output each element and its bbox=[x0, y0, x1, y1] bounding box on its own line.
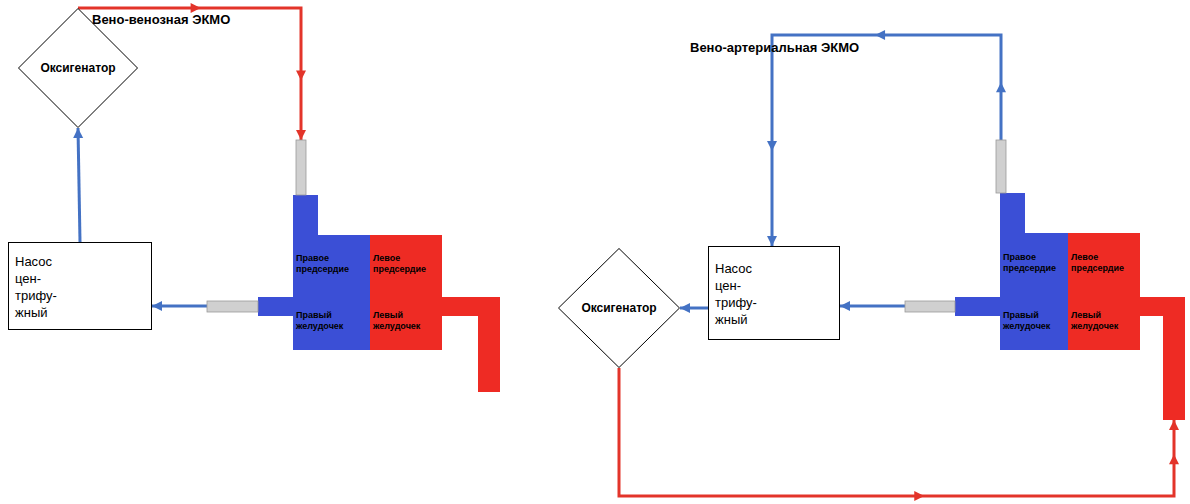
diagram-heading: Вено-венозная ЭКМО bbox=[92, 12, 230, 27]
text-area: Насос цен- трифу- жный bbox=[9, 243, 153, 331]
node-label: Левый желудочек bbox=[1071, 310, 1133, 332]
arrow-head bbox=[767, 236, 777, 246]
arrow-head bbox=[875, 30, 885, 40]
heart-chamber: Правое предсердие bbox=[207, 140, 370, 318]
arrow-head bbox=[767, 141, 777, 151]
node-label: Левое предсердие bbox=[1071, 252, 1133, 274]
chamber-fill bbox=[370, 235, 442, 292]
chamber-fill bbox=[1163, 297, 1185, 420]
flow-connector bbox=[73, 128, 83, 242]
chamber-fill bbox=[478, 297, 500, 392]
node-label: Оксигенатор bbox=[581, 301, 656, 315]
flow-line bbox=[619, 368, 1174, 496]
chamber-fill bbox=[1000, 292, 1068, 350]
chamber-fill bbox=[1000, 233, 1068, 292]
text-area: Правое предсердие bbox=[1000, 233, 1068, 292]
arrow-head bbox=[1169, 454, 1179, 464]
heart-chamber: Левое предсердие bbox=[370, 235, 442, 292]
node-shape bbox=[370, 292, 500, 392]
flow-connector bbox=[840, 301, 905, 311]
node-label: Левое предсердие bbox=[373, 253, 435, 275]
text-area: Оксигенатор bbox=[558, 248, 680, 368]
flow-line bbox=[772, 35, 1001, 246]
cannula bbox=[207, 301, 258, 312]
chamber-fill bbox=[370, 292, 442, 350]
node-label: Правый желудочек bbox=[296, 310, 358, 332]
arrow-head bbox=[996, 82, 1006, 92]
node-label: Правое предсердие bbox=[296, 253, 358, 275]
node-label: Правое предсердие bbox=[1003, 252, 1065, 274]
text-area: Правый желудочек bbox=[1000, 292, 1068, 350]
chamber-fill bbox=[293, 235, 370, 292]
diamond-outline bbox=[559, 249, 680, 368]
node-label: Насос цен- трифу- жный bbox=[715, 260, 769, 328]
chamber-fill bbox=[1000, 193, 1025, 233]
node-label: Правый желудочек bbox=[1003, 310, 1065, 332]
heart-chamber: Правое предсердие bbox=[905, 140, 1068, 318]
pump-box: Насос цен- трифу- жный bbox=[708, 246, 840, 340]
text-area: Насос цен- трифу- жный bbox=[709, 247, 841, 341]
flow-connector bbox=[152, 301, 207, 311]
text-area: Левый желудочек bbox=[1068, 292, 1140, 350]
arrow-head bbox=[296, 71, 306, 81]
text-area: Левое предсердие bbox=[370, 235, 442, 292]
text-area: Правый желудочек bbox=[293, 292, 370, 350]
chamber-fill bbox=[1068, 292, 1140, 350]
cannula bbox=[996, 140, 1006, 193]
node-shape bbox=[905, 140, 1068, 318]
arrow-head bbox=[840, 301, 850, 311]
arrow-head bbox=[296, 130, 306, 140]
flow-connector bbox=[767, 30, 1006, 246]
cannula bbox=[296, 140, 306, 195]
text-area: Правое предсердие bbox=[293, 235, 370, 292]
node-shape bbox=[207, 140, 370, 318]
heart-chamber: Правый желудочек bbox=[1000, 292, 1068, 350]
node-label: Левый желудочек bbox=[373, 310, 435, 332]
diagram-heading: Вено-артериальная ЭКМО bbox=[690, 40, 859, 55]
heart-chamber: Левый желудочек bbox=[1068, 292, 1185, 420]
node-label: Насос цен- трифу- жный bbox=[15, 253, 69, 321]
arrow-head bbox=[680, 303, 690, 313]
text-area: Левый желудочек bbox=[370, 292, 442, 350]
cannula bbox=[905, 301, 955, 312]
flow-line bbox=[78, 128, 80, 242]
heart-chamber: Левое предсердие bbox=[1068, 233, 1140, 292]
decision-diamond: Оксигенатор bbox=[558, 248, 680, 368]
arrow-head bbox=[191, 3, 201, 13]
heart-chamber: Левый желудочек bbox=[370, 292, 500, 392]
chamber-fill bbox=[955, 297, 1002, 316]
arrow-head bbox=[152, 301, 162, 311]
heart-chamber: Правый желудочек bbox=[293, 292, 370, 350]
chamber-fill bbox=[1068, 233, 1140, 292]
chamber-fill bbox=[293, 292, 370, 350]
flow-connector bbox=[619, 368, 1179, 501]
arrow-head bbox=[1169, 420, 1179, 430]
chamber-fill bbox=[258, 297, 295, 316]
text-area: Левое предсердие bbox=[1068, 233, 1140, 292]
arrow-head bbox=[914, 491, 924, 501]
pump-box: Насос цен- трифу- жный bbox=[8, 242, 152, 330]
flow-connector bbox=[680, 303, 708, 313]
arrow-head bbox=[73, 128, 83, 138]
node-label: Оксигенатор bbox=[40, 61, 115, 75]
chamber-fill bbox=[293, 195, 318, 235]
